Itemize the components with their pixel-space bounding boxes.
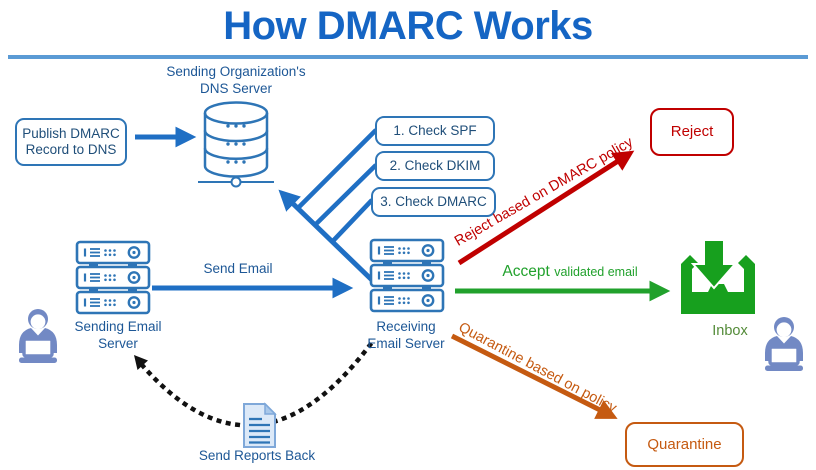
reject-arrow — [457, 150, 635, 266]
send-reports-label: Send Reports Back — [198, 448, 316, 463]
inbox-icon — [681, 239, 755, 314]
receiving-server-icon — [371, 240, 443, 311]
check-dmarc-box: 3. Check DMARC — [371, 187, 496, 217]
sending-server-label: Sending Email Server — [74, 319, 162, 351]
accept-label-sub: validated email — [554, 265, 638, 279]
dns-server-label: Sending Organization's DNS Server — [166, 64, 306, 96]
inbox-label: Inbox — [712, 323, 748, 339]
check-dmarc-branch-line — [330, 198, 374, 244]
recipient-person-icon — [763, 315, 805, 373]
quarantine-arrow — [450, 333, 618, 419]
sender-person-icon — [17, 307, 59, 365]
reject-box: Reject — [650, 108, 734, 156]
sending-server-icon — [77, 242, 149, 313]
accept-label-main: Accept — [502, 263, 550, 280]
page-title: How DMARC Works — [223, 4, 593, 48]
check-spf-branch-line — [295, 128, 378, 211]
check-dkim-box: 2. Check DKIM — [375, 151, 495, 181]
dns-database-icon — [198, 101, 274, 188]
send-email-label: Send Email — [203, 261, 273, 276]
accept-label: Accept validated email — [470, 263, 670, 281]
report-document-icon — [243, 402, 277, 448]
receiving-server-label: Receiving Email Server — [367, 319, 445, 351]
publish-dmarc-box: Publish DMARC Record to DNS — [15, 118, 127, 166]
send-reports-arrowhead — [134, 355, 148, 370]
check-spf-box: 1. Check SPF — [375, 116, 495, 146]
dns-lookup-arrow — [278, 189, 377, 285]
check-dkim-branch-line — [312, 163, 378, 228]
title-underline — [8, 55, 808, 59]
quarantine-box: Quarantine — [625, 422, 744, 467]
